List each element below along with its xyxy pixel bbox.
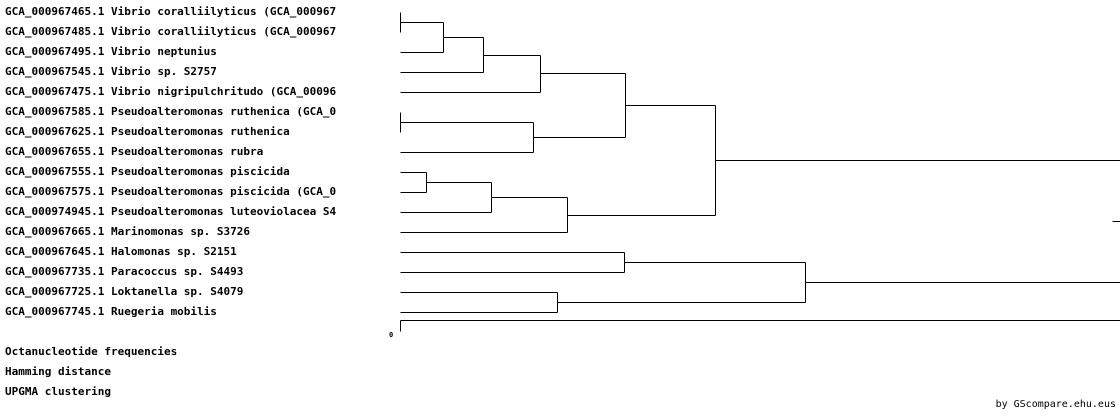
leaf-label: GCA_000967745.1 Ruegeria mobilis — [5, 305, 217, 318]
scale-zero-label: 0 — [389, 331, 394, 339]
leaf-label: GCA_000967495.1 Vibrio neptunius — [5, 45, 217, 58]
leaf-label: GCA_000967555.1 Pseudoalteromonas piscic… — [5, 165, 290, 178]
clustering-method-label: UPGMA clustering — [5, 385, 111, 398]
distance-feature-label: Octanucleotide frequencies — [5, 345, 178, 358]
leaf-label: GCA_000967475.1 Vibrio nigripulchritudo … — [5, 85, 337, 98]
leaf-label: GCA_000967725.1 Loktanella sp. S4079 — [5, 285, 244, 298]
leaf-label: GCA_000967575.1 Pseudoalteromonas piscic… — [5, 185, 337, 198]
credit-text: by GScompare.ehu.eus — [995, 399, 1116, 410]
leaf-label: GCA_000967655.1 Pseudoalteromonas rubra — [5, 145, 264, 158]
distance-metric-label: Hamming distance — [5, 365, 111, 378]
leaf-label-list: GCA_000967465.1 Vibrio coralliilyticus (… — [5, 3, 336, 323]
leaf-label: GCA_000974945.1 Pseudoalteromonas luteov… — [5, 205, 337, 218]
leaf-label: GCA_000967665.1 Marinomonas sp. S3726 — [5, 225, 251, 238]
leaf-label: GCA_000967485.1 Vibrio coralliilyticus (… — [5, 25, 337, 38]
leaf-label: GCA_000967465.1 Vibrio coralliilyticus (… — [5, 5, 337, 18]
leaf-label: GCA_000967545.1 Vibrio sp. S2757 — [5, 65, 217, 78]
leaf-label: GCA_000967625.1 Pseudoalteromonas ruthen… — [5, 125, 290, 138]
leaf-label: GCA_000967645.1 Halomonas sp. S2151 — [5, 245, 237, 258]
leaf-label: GCA_000967735.1 Paracoccus sp. S4493 — [5, 265, 244, 278]
method-info-list: Octanucleotide frequencies Hamming dista… — [5, 343, 177, 403]
leaf-label: GCA_000967585.1 Pseudoalteromonas ruthen… — [5, 105, 337, 118]
